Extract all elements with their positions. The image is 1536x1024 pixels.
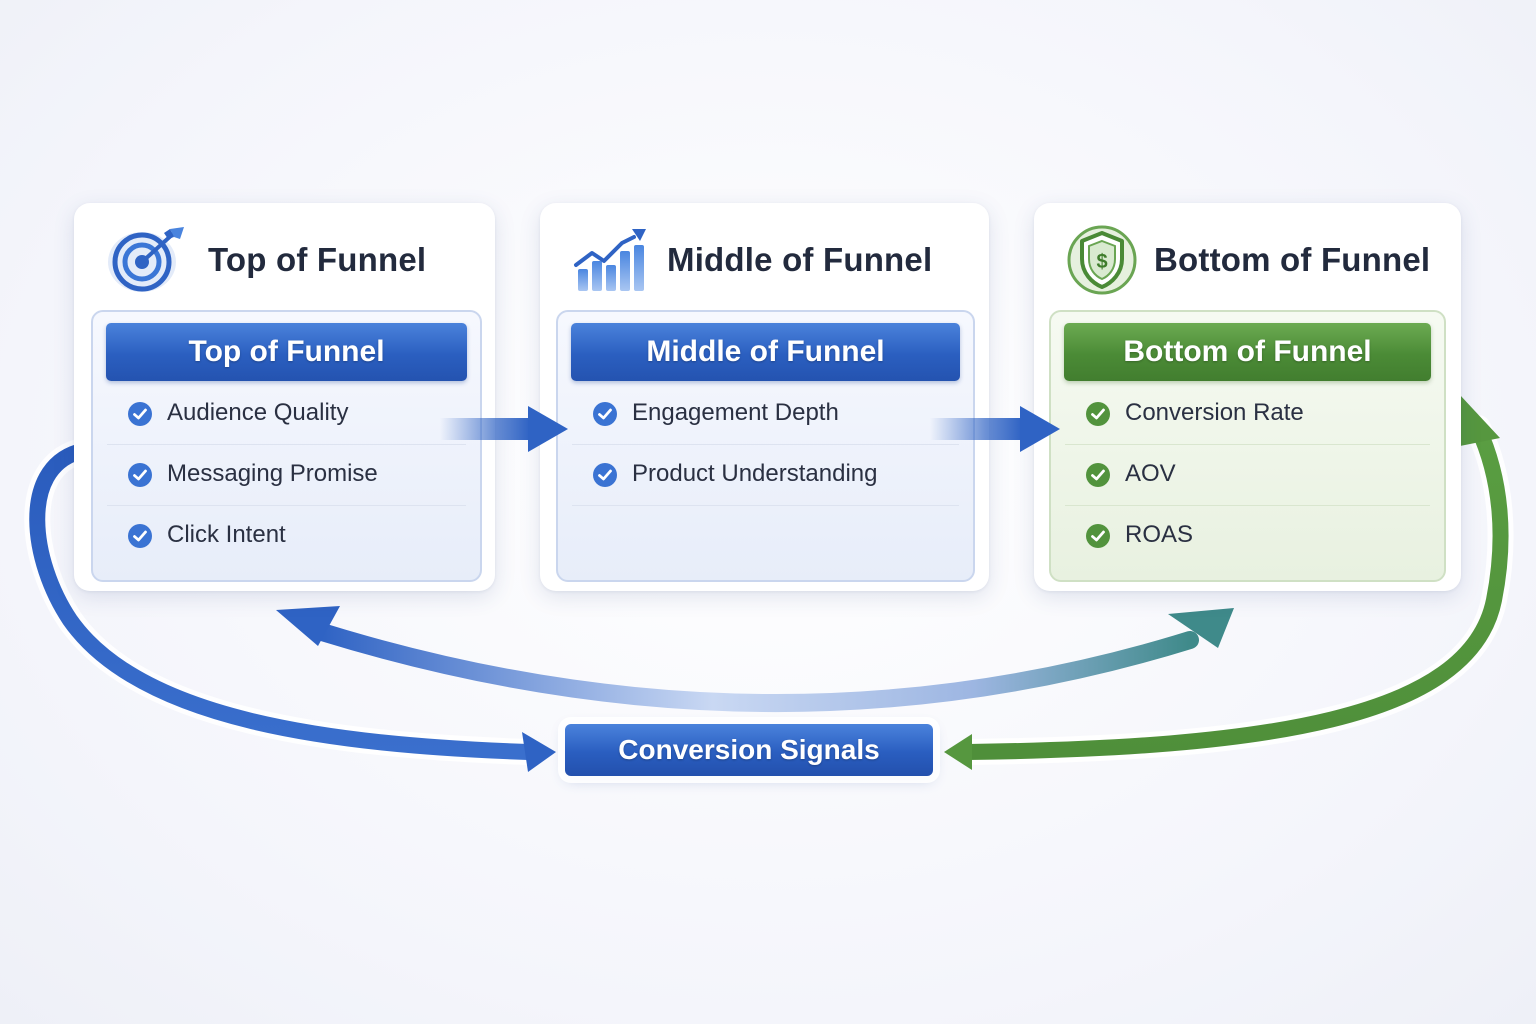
dollar-shield-icon: $ — [1062, 225, 1146, 295]
conversion-signals-badge: Conversion Signals — [565, 724, 933, 776]
metric-list: Audience Quality Messaging Promise Click… — [107, 384, 466, 566]
metric-label: Product Understanding — [632, 460, 878, 487]
check-icon — [1085, 462, 1111, 488]
check-icon — [1085, 523, 1111, 549]
metric-item: Audience Quality — [107, 384, 466, 445]
metric-item: ROAS — [1065, 506, 1430, 566]
stage-header: Top of Funnel — [74, 221, 495, 299]
stage-panel: Top of Funnel Audience Quality Messaging… — [91, 310, 482, 582]
metric-label: Conversion Rate — [1125, 399, 1304, 426]
metric-item: Engagement Depth — [572, 384, 959, 445]
stage-card-bottom: $ Bottom of Funnel Bottom of Funnel Conv… — [1034, 203, 1461, 591]
stage-header: $ Bottom of Funnel — [1034, 221, 1461, 299]
return-arc-head-right — [1168, 608, 1234, 648]
stage-panel: Middle of Funnel Engagement Depth Produc… — [556, 310, 975, 582]
svg-text:$: $ — [1096, 251, 1107, 273]
stage-title: Middle of Funnel — [667, 241, 933, 278]
metric-item: Product Understanding — [572, 445, 959, 506]
left-signal-arrow — [24, 439, 556, 772]
stage-card-top: Top of Funnel Top of Funnel Audience Qua… — [74, 203, 495, 591]
check-icon — [592, 462, 618, 488]
metric-label: Click Intent — [167, 521, 286, 548]
check-icon — [127, 523, 153, 549]
right-signal-arrow — [944, 395, 1514, 770]
metric-item: Conversion Rate — [1065, 384, 1430, 445]
stage-banner: Middle of Funnel — [571, 323, 960, 381]
check-icon — [127, 401, 153, 427]
check-icon — [127, 462, 153, 488]
stage-panel: Bottom of Funnel Conversion Rate AOV — [1049, 310, 1446, 582]
metric-label: Audience Quality — [167, 399, 349, 426]
metric-label: Messaging Promise — [167, 460, 378, 487]
target-icon — [104, 225, 188, 295]
metric-item: Messaging Promise — [107, 445, 466, 506]
stage-title: Top of Funnel — [208, 241, 427, 278]
metric-label: ROAS — [1125, 521, 1194, 548]
check-icon — [1085, 401, 1111, 427]
stage-banner: Top of Funnel — [106, 323, 467, 381]
check-icon — [592, 401, 618, 427]
stage-card-middle: Middle of Funnel Middle of Funnel Engage… — [540, 203, 989, 591]
metric-list: Conversion Rate AOV ROAS — [1065, 384, 1430, 566]
return-arc-arrow — [276, 606, 1234, 712]
metric-label: AOV — [1125, 460, 1176, 487]
stage-title: Bottom of Funnel — [1154, 241, 1431, 278]
metric-list: Engagement Depth Product Understanding — [572, 384, 959, 506]
stage-header: Middle of Funnel — [540, 221, 989, 299]
metric-label: Engagement Depth — [632, 399, 839, 426]
metric-item: AOV — [1065, 445, 1430, 506]
stage-banner: Bottom of Funnel — [1064, 323, 1431, 381]
metric-item: Click Intent — [107, 506, 466, 566]
return-arc-head-left — [276, 606, 340, 646]
growth-chart-icon — [570, 225, 654, 295]
